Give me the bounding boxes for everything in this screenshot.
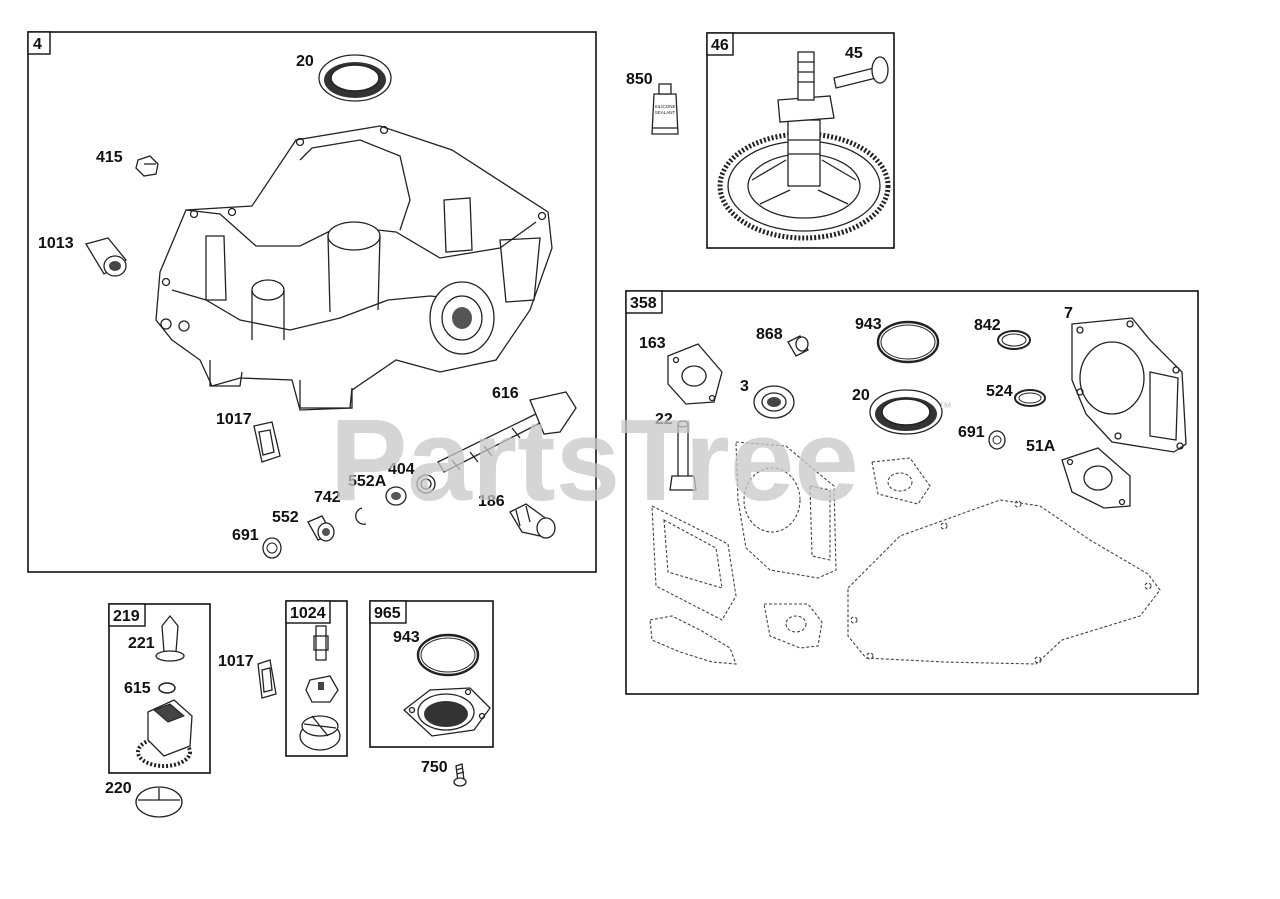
valve-tappet-45[interactable] xyxy=(833,56,889,89)
ring-615[interactable] xyxy=(158,682,176,694)
callout-552A: 552A xyxy=(348,473,387,490)
callout-524: 524 xyxy=(986,383,1013,400)
gasket-small-bottom-dashed[interactable] xyxy=(763,603,823,649)
callout-22: 22 xyxy=(655,411,673,428)
callout-404: 404 xyxy=(388,461,415,478)
group-label-4: 4 xyxy=(33,36,42,53)
governor-cup-220[interactable] xyxy=(135,786,183,818)
head-gasket-7[interactable] xyxy=(1071,317,1187,453)
callout-415: 415 xyxy=(96,149,123,166)
callout-163: 163 xyxy=(639,335,666,352)
governor-shaft-616[interactable] xyxy=(437,391,577,473)
fitting-186[interactable] xyxy=(509,503,556,539)
group-label-219: 219 xyxy=(113,608,140,625)
bushing-1013-part[interactable] xyxy=(85,237,127,277)
callout-221: 221 xyxy=(128,635,155,652)
bushing-552[interactable] xyxy=(307,515,335,542)
oil-pump-housing[interactable] xyxy=(299,715,341,751)
gasket-head-dashed[interactable] xyxy=(735,441,837,579)
seal-3[interactable] xyxy=(753,385,795,419)
clip-742[interactable] xyxy=(355,507,367,525)
callout-615: 615 xyxy=(124,680,151,697)
callout-842: 842 xyxy=(974,317,1001,334)
callout-3: 3 xyxy=(740,378,749,395)
callout-552: 552 xyxy=(272,509,299,526)
washer-404[interactable] xyxy=(416,474,436,494)
ring-842[interactable] xyxy=(997,330,1031,350)
callout-691-b: 691 xyxy=(958,424,985,441)
group-label-1024: 1024 xyxy=(290,605,326,622)
callout-750: 750 xyxy=(421,759,448,776)
seal-691-b[interactable] xyxy=(988,430,1006,450)
governor-gear-assembly[interactable] xyxy=(136,699,193,768)
gasket-1017-part-b[interactable] xyxy=(257,659,277,699)
gasket-valve-cover-dashed[interactable] xyxy=(651,505,737,621)
seal-691-a[interactable] xyxy=(262,537,282,559)
bolt-22[interactable] xyxy=(669,420,697,491)
group-label-358: 358 xyxy=(630,295,657,312)
sleeve-868[interactable] xyxy=(787,335,809,357)
callout-51A: 51A xyxy=(1026,438,1056,455)
callout-20-b: 20 xyxy=(852,387,870,404)
callout-850: 850 xyxy=(626,71,653,88)
group-46[interactable]: 46 xyxy=(706,32,895,249)
engine-sump-housing[interactable] xyxy=(155,125,553,411)
seal-20-b[interactable] xyxy=(869,389,943,435)
bushing-552A[interactable] xyxy=(385,486,407,506)
part-415[interactable] xyxy=(135,155,159,177)
group-358[interactable]: 358 xyxy=(625,290,1199,695)
tube-text-1: SILICONE xyxy=(654,104,675,109)
group-219[interactable]: 219 xyxy=(108,603,211,774)
screw-750[interactable] xyxy=(453,763,467,787)
gasket-curved-dashed[interactable] xyxy=(649,615,737,665)
gasket-163[interactable] xyxy=(667,343,723,405)
gasket-51A[interactable] xyxy=(1061,447,1131,509)
callout-943-a: 943 xyxy=(855,316,882,333)
gasket-sump-dashed[interactable] xyxy=(847,499,1161,665)
gasket-small-top-dashed[interactable] xyxy=(871,457,931,505)
group-965[interactable]: 965 xyxy=(369,600,494,748)
governor-pin-221[interactable] xyxy=(155,614,185,662)
callout-742: 742 xyxy=(314,489,341,506)
group-4[interactable]: 4 xyxy=(27,31,597,573)
watermark: PartsTree xyxy=(330,395,859,525)
oil-pump-shaft[interactable] xyxy=(313,625,329,661)
callout-1017-a: 1017 xyxy=(216,411,252,428)
ring-524[interactable] xyxy=(1014,389,1046,407)
callout-7: 7 xyxy=(1064,305,1073,322)
seal-20-part[interactable] xyxy=(318,54,392,102)
o-ring-943-b[interactable] xyxy=(416,633,480,677)
callout-943-b: 943 xyxy=(393,629,420,646)
callout-691-a: 691 xyxy=(232,527,259,544)
group-label-965: 965 xyxy=(374,605,401,622)
callout-1017-b: 1017 xyxy=(218,653,254,670)
watermark-tm: ™ xyxy=(938,399,952,415)
group-label-46: 46 xyxy=(711,37,729,54)
oil-pump-cover[interactable] xyxy=(402,687,491,737)
callout-1013: 1013 xyxy=(38,235,74,252)
callout-220: 220 xyxy=(105,780,132,797)
callout-186: 186 xyxy=(478,493,505,510)
callout-616: 616 xyxy=(492,385,519,402)
callout-868: 868 xyxy=(756,326,783,343)
o-ring-943-a[interactable] xyxy=(876,320,940,364)
group-1024[interactable]: 1024 xyxy=(285,600,348,757)
tube-text-2: SEALANT xyxy=(655,110,676,115)
sealant-tube-850[interactable]: SILICONE SEALANT xyxy=(651,83,679,135)
gasket-1017-part-a[interactable] xyxy=(253,421,281,463)
camshaft-gear[interactable] xyxy=(717,51,891,241)
callout-20-top: 20 xyxy=(296,53,314,70)
callout-45: 45 xyxy=(845,45,863,62)
oil-pump-rotor[interactable] xyxy=(305,675,339,703)
